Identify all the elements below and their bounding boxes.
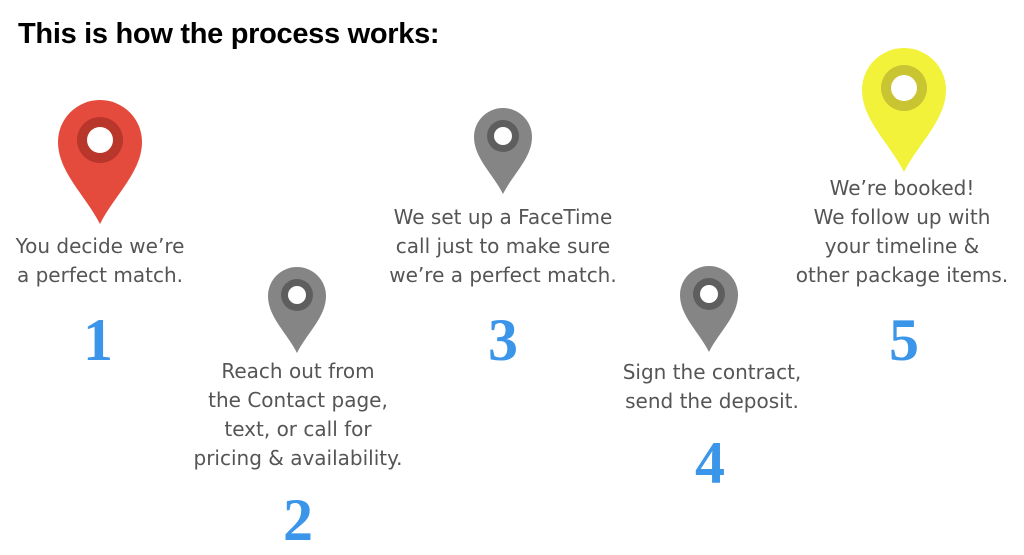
step-5-description: We’re booked! We follow up with your tim… xyxy=(795,176,1009,287)
map-pin-red-icon xyxy=(58,100,142,224)
step-3-number: 3 xyxy=(488,307,518,373)
step-4-description: Sign the contract, send the deposit. xyxy=(622,360,802,413)
map-pin-yellow-icon xyxy=(862,48,946,172)
step-4-number: 4 xyxy=(695,430,725,496)
step-2-number: 2 xyxy=(283,487,313,553)
map-pin-gray-icon xyxy=(680,266,738,352)
step-5-number: 5 xyxy=(889,307,919,373)
step-2-description: Reach out from the Contact page, text, o… xyxy=(193,359,403,470)
step-1-number: 1 xyxy=(83,307,113,373)
step-1-description: You decide we’re a perfect match. xyxy=(15,234,185,287)
page-title: This is how the process works: xyxy=(18,18,440,50)
step-3-description: We set up a FaceTime call just to make s… xyxy=(389,205,617,287)
map-pin-gray-icon xyxy=(268,267,326,353)
map-pin-gray-icon xyxy=(474,108,532,194)
